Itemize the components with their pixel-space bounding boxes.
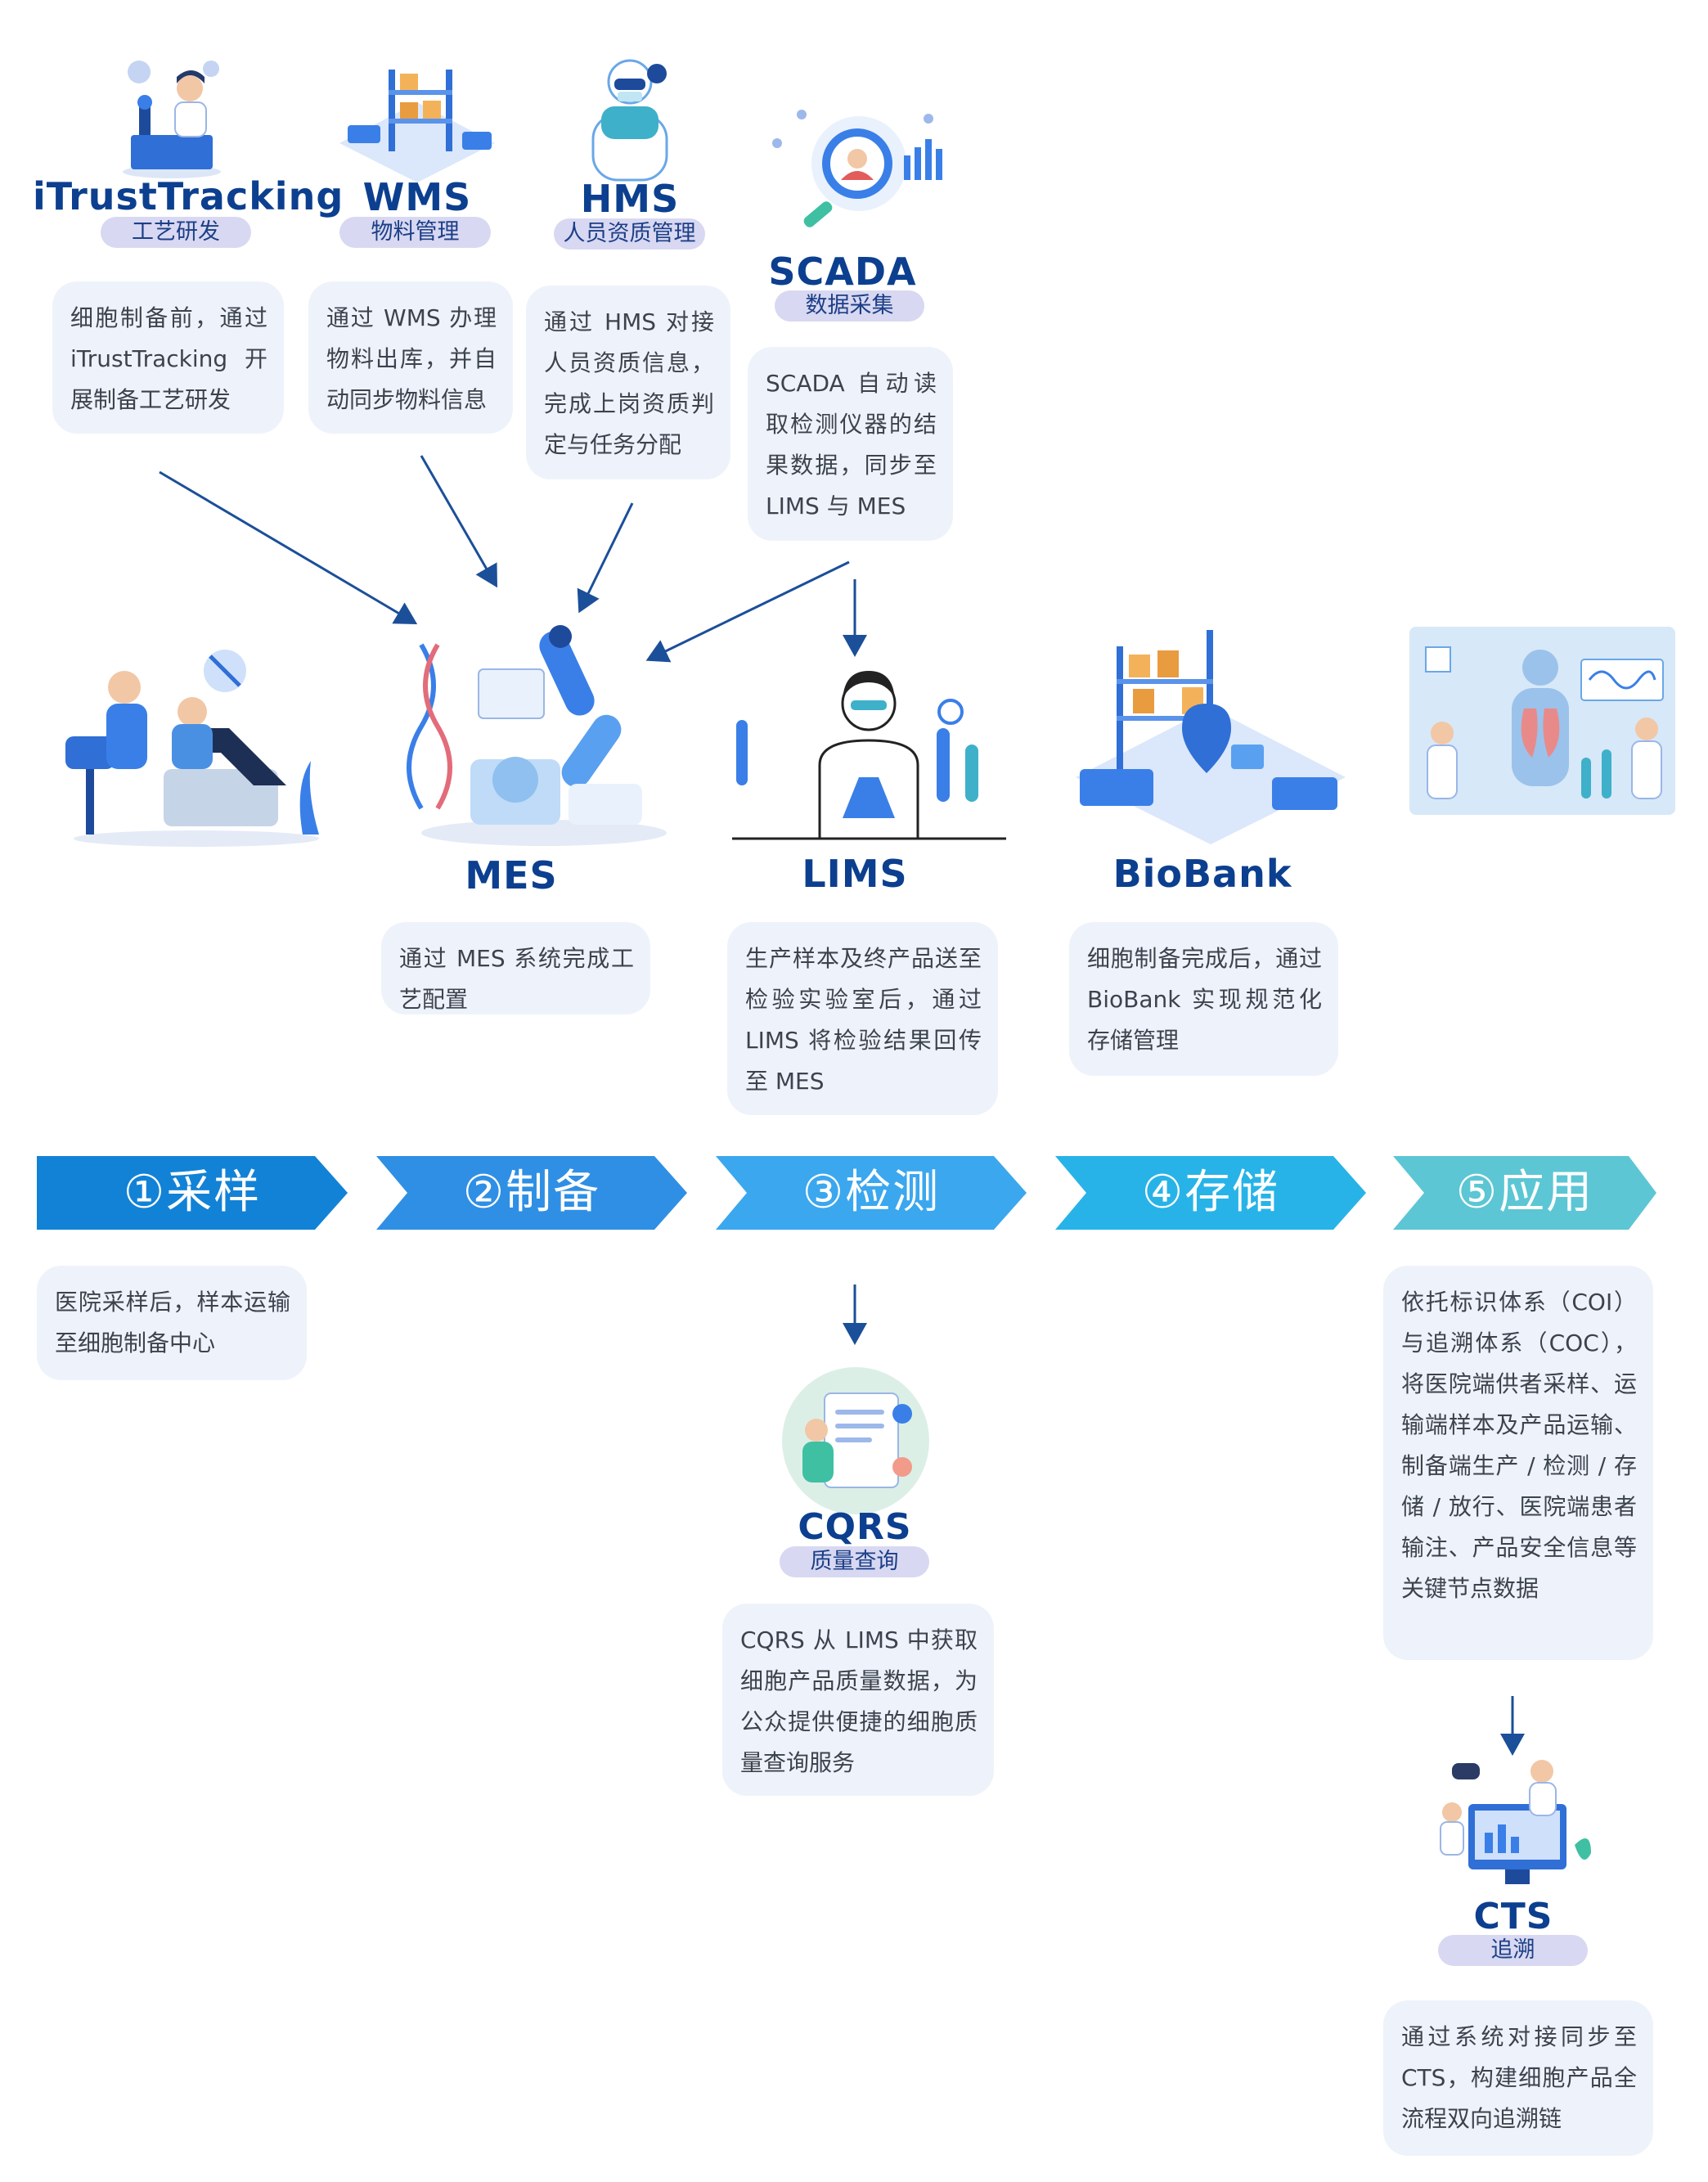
stage-storage-label: ④存储 <box>1141 1166 1280 1219</box>
stage-testing-label: ③检测 <box>802 1166 941 1219</box>
sampling-desc-card: 医院采样后，样本运输至细胞制备中心 <box>37 1266 307 1380</box>
trace-monitor-icon <box>1440 1760 1591 1884</box>
quality-report-icon <box>782 1367 929 1514</box>
scada-title: SCADA <box>768 250 917 294</box>
stage-preparation: ②制备 <box>376 1156 687 1230</box>
medical-research-icon <box>1409 627 1675 815</box>
cqrs-title: CQRS <box>798 1506 912 1548</box>
wms-desc-card: 通过 WMS 办理物料出库，并自动同步物料信息 <box>308 281 513 434</box>
cts-title: CTS <box>1473 1896 1553 1937</box>
stage-application-label: ⑤应用 <box>1455 1166 1594 1219</box>
itrust-desc: 细胞制备前，通过 iTrustTracking 开展制备工艺研发 <box>70 304 267 413</box>
cqrs-tag: 质量查询 <box>780 1546 929 1577</box>
cts-desc-card: 通过系统对接同步至 CTS，构建细胞产品全流程双向追溯链 <box>1383 2000 1653 2156</box>
itrust-title: iTrustTracking <box>33 174 344 218</box>
warehouse-shelf-icon <box>339 70 495 182</box>
arrow-wms-to-mes <box>420 455 497 588</box>
scada-desc-card: SCADA 自动读取检测仪器的结果数据，同步至 LIMS 与 MES <box>748 347 953 541</box>
application-desc: 依托标识体系（COI）与追溯体系（COC），将医院端供者采样、运输端样本及产品运… <box>1401 1289 1637 1602</box>
protective-staff-icon <box>591 59 668 182</box>
cqrs-desc-card: CQRS 从 LIMS 中获取细胞产品质量数据，为公众提供便捷的细胞质量查询服务 <box>722 1604 994 1796</box>
itrust-desc-card: 细胞制备前，通过 iTrustTracking 开展制备工艺研发 <box>52 281 284 434</box>
stage-preparation-label: ②制备 <box>462 1166 601 1219</box>
cts-tag: 追溯 <box>1438 1935 1588 1966</box>
stage-sampling-label: ①采样 <box>123 1166 262 1219</box>
wms-tag: 物料管理 <box>339 217 491 248</box>
wms-desc: 通过 WMS 办理物料出库，并自动同步物料信息 <box>326 304 497 413</box>
biobank-desc-card: 细胞制备完成后，通过 BioBank 实现规范化存储管理 <box>1069 922 1338 1076</box>
biobank-title: BioBank <box>1112 852 1292 896</box>
arrow-scada-to-mes <box>645 560 850 663</box>
cts-desc: 通过系统对接同步至 CTS，构建细胞产品全流程双向追溯链 <box>1401 2023 1637 2132</box>
itrust-tag: 工艺研发 <box>101 217 251 248</box>
mes-desc-card: 通过 MES 系统完成工艺配置 <box>381 922 650 1015</box>
scada-tag: 数据采集 <box>775 290 924 322</box>
wms-title: WMS <box>362 175 472 219</box>
lims-desc-card: 生产样本及终产品送至检验实验室后，通过 LIMS 将检验结果回传至 MES <box>727 922 998 1115</box>
arrow-itrust-to-mes <box>159 470 418 625</box>
stage-application: ⑤应用 <box>1393 1156 1656 1230</box>
lims-desc: 生产样本及终产品送至检验实验室后，通过 LIMS 将检验结果回传至 MES <box>745 945 982 1095</box>
lab-scientist-icon <box>732 671 1006 840</box>
application-desc-card: 依托标识体系（COI）与追溯体系（COC），将医院端供者采样、运输端样本及产品运… <box>1383 1266 1653 1660</box>
blood-draw-icon <box>65 650 319 847</box>
sampling-desc: 医院采样后，样本运输至细胞制备中心 <box>55 1289 290 1356</box>
storage-rack-icon <box>1076 630 1346 844</box>
stage-sampling: ①采样 <box>37 1156 348 1230</box>
hms-desc: 通过 HMS 对接人员资质信息，完成上岗资质判定与任务分配 <box>544 308 714 458</box>
scada-desc: SCADA 自动读取检测仪器的结果数据，同步至 LIMS 与 MES <box>766 370 937 520</box>
magnifier-data-icon <box>772 110 942 227</box>
hms-tag: 人员资质管理 <box>554 218 705 250</box>
stage-storage: ④存储 <box>1055 1156 1366 1230</box>
hms-desc-card: 通过 HMS 对接人员资质信息，完成上岗资质判定与任务分配 <box>526 286 730 479</box>
mes-title: MES <box>465 853 558 898</box>
stage-testing: ③检测 <box>716 1156 1027 1230</box>
arrow-hms-to-mes <box>577 502 634 614</box>
microscope-scientist-icon <box>123 61 221 178</box>
biobank-desc: 细胞制备完成后，通过 BioBank 实现规范化存储管理 <box>1087 945 1322 1054</box>
mes-desc: 通过 MES 系统完成工艺配置 <box>399 945 634 1013</box>
robot-arm-dna-icon <box>407 625 667 846</box>
cqrs-desc: CQRS 从 LIMS 中获取细胞产品质量数据，为公众提供便捷的细胞质量查询服务 <box>740 1626 978 1776</box>
hms-title: HMS <box>580 177 680 221</box>
lims-title: LIMS <box>802 852 908 896</box>
